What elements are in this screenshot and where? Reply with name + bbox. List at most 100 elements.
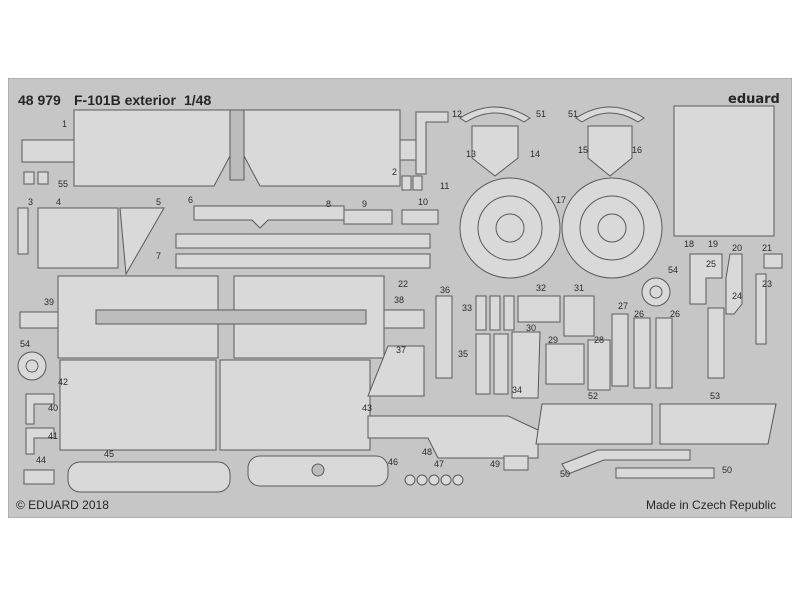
part-28 bbox=[587, 339, 611, 391]
part-number: 51 bbox=[536, 109, 547, 119]
part-6-8 bbox=[193, 205, 345, 229]
part-41 bbox=[25, 427, 55, 455]
part-37-triangle bbox=[367, 345, 425, 397]
part-1-panel-left bbox=[73, 109, 231, 187]
part-18-19 bbox=[673, 105, 775, 237]
part-number: 23 bbox=[762, 279, 773, 289]
part-number: 7 bbox=[156, 251, 162, 261]
part-number: 33 bbox=[462, 303, 473, 313]
kit-scale: 1/48 bbox=[184, 92, 212, 108]
part-number: 2 bbox=[392, 167, 398, 177]
part-number: 36 bbox=[440, 285, 451, 295]
part-number: 51 bbox=[568, 109, 579, 119]
part-52 bbox=[535, 403, 653, 445]
part-number: 38 bbox=[394, 295, 405, 305]
part-21-22 bbox=[763, 253, 783, 269]
part-number: 32 bbox=[536, 283, 547, 293]
part-26-b bbox=[655, 317, 673, 389]
part-number: 45 bbox=[104, 449, 115, 459]
part-number: 3 bbox=[28, 197, 34, 207]
part-number: 53 bbox=[710, 391, 721, 401]
lower-panel-right bbox=[219, 359, 371, 451]
part-number: 20 bbox=[732, 243, 743, 253]
part-17-left-mid bbox=[477, 195, 543, 261]
part-number: 12 bbox=[452, 109, 463, 119]
part-24 bbox=[707, 307, 725, 379]
part-51-right bbox=[575, 106, 645, 123]
part-2-b bbox=[412, 175, 423, 191]
part-1-center-strip bbox=[229, 109, 245, 181]
part-34-a bbox=[475, 333, 491, 395]
part-number: 29 bbox=[548, 335, 559, 345]
part-33-c bbox=[503, 295, 515, 331]
part-7-b bbox=[175, 253, 431, 269]
part-number: 28 bbox=[594, 335, 605, 345]
lower-panel-left bbox=[59, 359, 217, 451]
part-number: 26 bbox=[634, 309, 645, 319]
origin: Made in Czech Republic bbox=[646, 498, 777, 512]
part-number: 48 bbox=[422, 447, 433, 457]
part-number: 50 bbox=[560, 469, 571, 479]
part-17-right-inner bbox=[597, 213, 627, 243]
part-30 bbox=[511, 331, 541, 399]
part-29 bbox=[545, 343, 585, 385]
part-46-hole bbox=[311, 463, 325, 477]
part-number: 47 bbox=[434, 459, 445, 469]
part-number: 24 bbox=[732, 291, 743, 301]
part-31 bbox=[563, 295, 595, 337]
photo-etch-fret bbox=[8, 78, 792, 518]
part-25 bbox=[689, 253, 723, 305]
part-number: 40 bbox=[48, 403, 59, 413]
catalog-number: 48 979 bbox=[18, 92, 61, 108]
part-number: 10 bbox=[418, 197, 429, 207]
part-number: 9 bbox=[362, 199, 368, 209]
copyright: © EDUARD 2018 bbox=[16, 498, 109, 512]
part-number: 25 bbox=[706, 259, 717, 269]
part-33-a bbox=[475, 295, 487, 331]
part-44 bbox=[23, 469, 55, 485]
part-53 bbox=[659, 403, 777, 445]
part-51-left bbox=[459, 106, 531, 123]
part-47-rings bbox=[404, 474, 464, 486]
part-number: 26 bbox=[670, 309, 681, 319]
part-number: 54 bbox=[20, 339, 31, 349]
part-2-a bbox=[401, 175, 412, 191]
part-number: 4 bbox=[56, 197, 62, 207]
part-number: 21 bbox=[762, 243, 773, 253]
part-1-left-tab bbox=[21, 139, 75, 163]
part-number: 27 bbox=[618, 301, 629, 311]
center-strip bbox=[95, 309, 367, 325]
part-number: 35 bbox=[458, 349, 469, 359]
part-number: 13 bbox=[466, 149, 477, 159]
part-55-a bbox=[23, 171, 35, 185]
part-39-tab bbox=[19, 311, 59, 329]
part-15-16 bbox=[587, 125, 633, 177]
part-17-left bbox=[459, 177, 561, 279]
part-number: 31 bbox=[574, 283, 585, 293]
part-number: 17 bbox=[556, 195, 567, 205]
part-number: 55 bbox=[58, 179, 69, 189]
part-50-b bbox=[615, 467, 715, 479]
part-36 bbox=[435, 295, 453, 379]
part-10 bbox=[401, 209, 439, 225]
part-38-tab bbox=[383, 309, 425, 329]
part-50 bbox=[561, 449, 691, 475]
part-20 bbox=[725, 253, 743, 315]
part-55-b bbox=[37, 171, 49, 185]
part-34-b bbox=[493, 333, 509, 395]
part-number: 41 bbox=[48, 431, 59, 441]
part-number: 30 bbox=[526, 323, 537, 333]
part-12-arm bbox=[415, 111, 449, 175]
part-number: 22 bbox=[398, 279, 409, 289]
brand-logo: eduard bbox=[728, 92, 780, 107]
part-26-a bbox=[633, 317, 651, 389]
part-number: 6 bbox=[188, 195, 194, 205]
part-number: 18 bbox=[684, 239, 695, 249]
part-number: 16 bbox=[632, 145, 643, 155]
part-number: 5 bbox=[156, 197, 162, 207]
part-number: 34 bbox=[512, 385, 523, 395]
part-number: 43 bbox=[362, 403, 373, 413]
part-number: 42 bbox=[58, 377, 69, 387]
part-43-48 bbox=[367, 415, 539, 459]
part-3 bbox=[17, 207, 29, 255]
